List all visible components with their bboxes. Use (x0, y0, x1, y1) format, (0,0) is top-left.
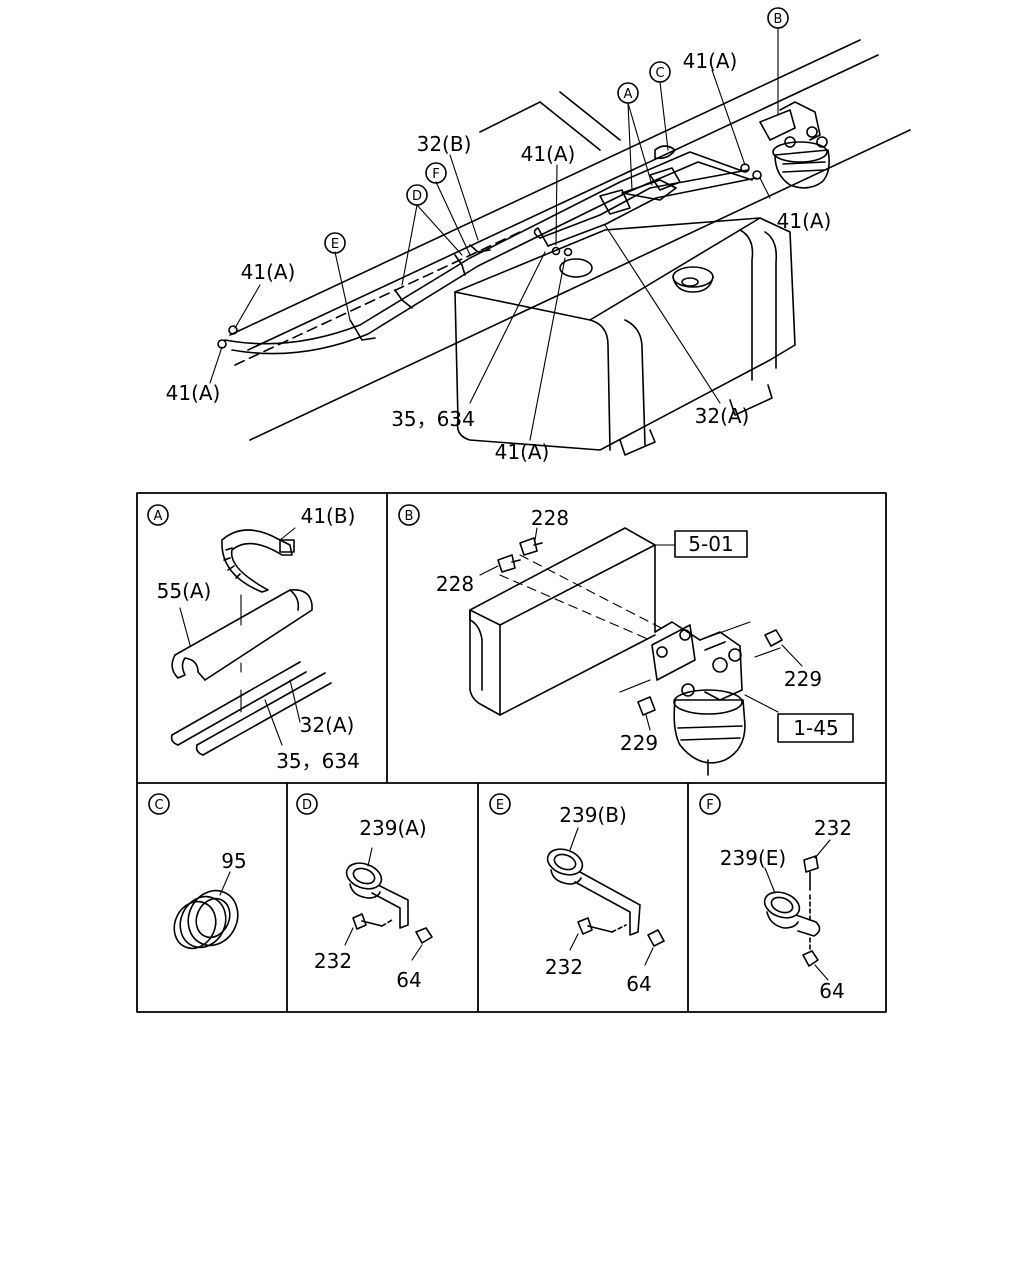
label-41a-left-upper: 41(A) (241, 260, 296, 284)
label-41a-bottom: 41(A) (495, 440, 550, 464)
panel-a-drawing (170, 527, 332, 756)
label-41a-top-right: 41(A) (683, 49, 738, 73)
label-32b: 32(B) (417, 132, 472, 156)
ref-box-5-01 (674, 530, 748, 558)
ref-1-45: 1-45 (793, 716, 838, 740)
panel-f-drawing (763, 839, 831, 981)
panel-callout-circles (147, 504, 721, 815)
label-35-634-detail: 35，634 (276, 749, 360, 773)
label-229-right: 229 (784, 667, 822, 691)
panel-b-callout: B (405, 509, 414, 524)
label-41a-right: 41(A) (777, 209, 832, 233)
callout-b: B (774, 12, 783, 27)
panel-e-callout: E (496, 798, 504, 813)
label-55a: 55(A) (157, 579, 212, 603)
callout-d: D (412, 189, 422, 204)
label-41a-left-lower: 41(A) (166, 381, 221, 405)
label-32a: 32(A) (695, 404, 750, 428)
callout-f: F (432, 167, 439, 182)
label-229-lower: 229 (620, 731, 658, 755)
panel-f-callout: F (706, 798, 713, 813)
panel-b-drawing (469, 527, 803, 776)
panel-a-callout: A (154, 509, 163, 524)
ref-box-1-45 (777, 713, 854, 743)
overview-leader-lines (209, 27, 779, 441)
label-64-d: 64 (396, 968, 421, 992)
callout-c: C (655, 66, 664, 81)
label-239b: 239(B) (559, 803, 627, 827)
label-41b: 41(B) (301, 504, 356, 528)
callout-e: E (331, 237, 339, 252)
panel-d-drawing (344, 847, 433, 961)
detail-grid-frame (136, 492, 887, 1013)
label-239a: 239(A) (359, 816, 426, 840)
pipe-clips (217, 163, 762, 349)
overview-callout-circles (324, 7, 789, 254)
label-95: 95 (221, 849, 246, 873)
panel-d-callout: D (302, 798, 312, 813)
label-41a-mid: 41(A) (521, 142, 576, 166)
label-228-upper: 228 (531, 506, 569, 530)
label-64-e: 64 (626, 972, 651, 996)
ref-5-01: 5-01 (688, 532, 733, 556)
fuel-tank (454, 217, 796, 456)
panel-c-drawing (173, 871, 239, 950)
label-239e: 239(E) (720, 846, 786, 870)
label-232-e: 232 (545, 955, 583, 979)
label-35-634: 35，634 (391, 407, 475, 431)
fuel-pipes (224, 145, 757, 355)
panel-e-drawing (546, 827, 665, 966)
label-228-lower: 228 (436, 572, 474, 596)
label-64-f: 64 (819, 979, 844, 1003)
label-32a-detail: 32(A) (300, 713, 355, 737)
label-232-f: 232 (814, 816, 852, 840)
label-232-d: 232 (314, 949, 352, 973)
callout-a: A (624, 87, 633, 102)
panel-c-callout: C (154, 798, 163, 813)
fuel-filter-assembly (759, 101, 830, 189)
